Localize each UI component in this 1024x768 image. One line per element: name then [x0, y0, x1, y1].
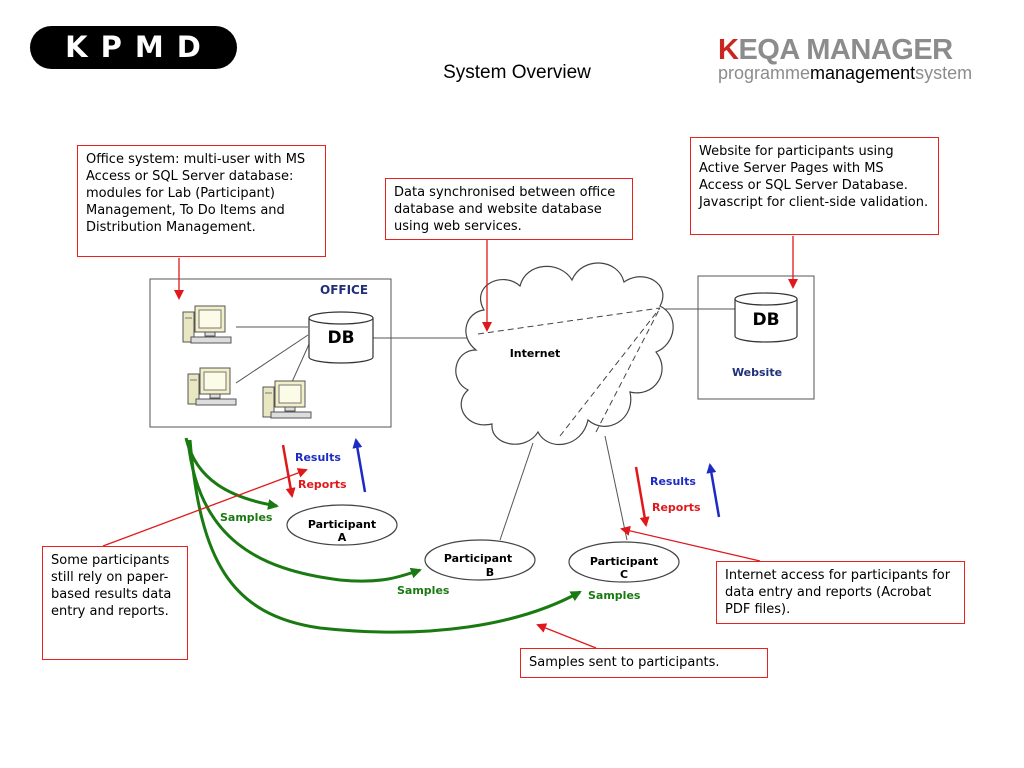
website-db-label: DB	[752, 310, 779, 330]
participant-a-id: A	[338, 531, 347, 544]
participant-b-id: B	[486, 566, 494, 579]
website-callout: Website for participants using Active Se…	[690, 137, 939, 235]
office-db-cylinder	[308, 311, 374, 364]
participant-c-name: Participant	[590, 555, 658, 568]
computer-icon	[262, 380, 312, 419]
participant-c-ellipse	[568, 541, 680, 583]
website-label: Website	[732, 366, 782, 379]
kpmd-logo: KPMD	[30, 26, 237, 69]
paper-callout-arrow	[102, 468, 308, 547]
office-link-2	[235, 334, 309, 384]
paper-participants-callout: Some participants still rely on paper-ba…	[42, 546, 188, 660]
participant-c-link	[604, 435, 628, 541]
data-sync-callout: Data synchronised between office databas…	[385, 178, 633, 240]
internet-access-callout-arrow	[620, 525, 761, 562]
samples-label-a: Samples	[220, 511, 273, 524]
samples-sent-callout: Samples sent to participants.	[520, 648, 768, 678]
samples-arrow-b	[186, 439, 422, 583]
participant-a-name: Participant	[308, 518, 376, 531]
tagline-part3: system	[915, 63, 973, 83]
participant-c-id: C	[620, 568, 628, 581]
sync-dashed-line	[477, 307, 661, 335]
product-logo: KEQA MANAGER	[718, 34, 953, 67]
samples-sent-callout-arrow	[536, 623, 597, 649]
results-label-c: Results	[650, 475, 696, 488]
reports-label-c: Reports	[652, 501, 701, 514]
product-logo-k: K	[718, 34, 739, 66]
tagline-part1: programme	[718, 63, 811, 83]
results-label-a: Results	[295, 451, 341, 464]
reports-label-a: Reports	[298, 478, 347, 491]
product-tagline: programmemanagementsystem	[718, 63, 972, 84]
samples-arrow-a	[184, 437, 279, 510]
office-system-callout: Office system: multi-user with MS Access…	[77, 145, 326, 257]
participant-b-name: Participant	[444, 552, 512, 565]
office-db-label: DB	[327, 328, 354, 348]
samples-label-c: Samples	[588, 589, 641, 602]
samples-label-b: Samples	[397, 584, 450, 597]
reports-arrow-a	[281, 444, 296, 498]
participant-b-ellipse	[424, 539, 536, 581]
sync-dashed-line	[595, 307, 661, 433]
results-arrow-c	[706, 463, 721, 518]
internet-access-callout: Internet access for participants for dat…	[716, 561, 965, 624]
samples-arrow-c	[188, 439, 582, 634]
office-label: OFFICE	[320, 283, 368, 297]
reports-arrow-c	[634, 466, 650, 527]
tagline-part2: management	[810, 63, 916, 83]
sync-dashed-line	[559, 307, 661, 437]
computer-icon	[182, 305, 232, 344]
results-arrow-a	[352, 438, 367, 493]
computer-icon	[187, 367, 237, 406]
internet-cloud	[455, 262, 674, 446]
office-link-3	[291, 341, 311, 383]
page-title: System Overview	[443, 62, 591, 83]
participant-b-link	[499, 442, 534, 541]
website-db-cylinder	[734, 292, 798, 343]
participant-a-ellipse	[286, 504, 398, 546]
product-logo-name: EQA MANAGER	[738, 34, 953, 66]
internet-label: Internet	[510, 347, 561, 360]
